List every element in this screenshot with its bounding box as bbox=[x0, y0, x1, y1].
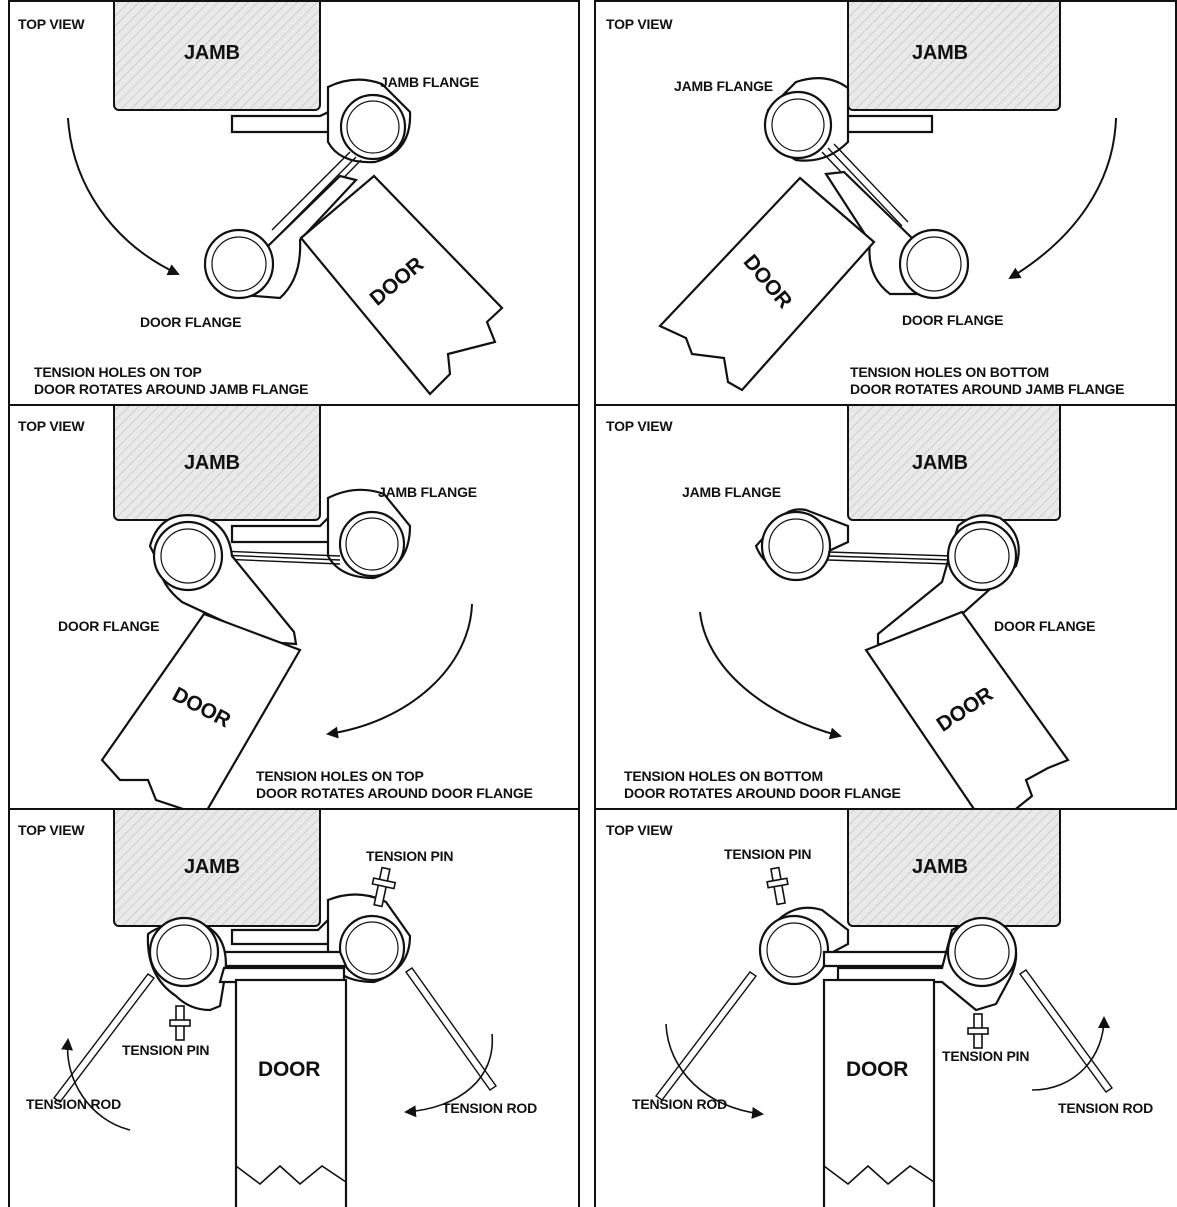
door-flange-label: DOOR FLANGE bbox=[994, 618, 1096, 634]
tension-pin-top bbox=[371, 866, 397, 908]
jamb-block bbox=[847, 2, 1061, 111]
tension-pin-top bbox=[766, 866, 789, 906]
jamb-block bbox=[113, 2, 321, 111]
jamb-flange-label: JAMB FLANGE bbox=[378, 484, 477, 500]
caption-line-2: DOOR ROTATES AROUND JAMB FLANGE bbox=[34, 381, 309, 397]
jamb-flange bbox=[763, 77, 934, 162]
door-flange bbox=[836, 916, 1018, 1012]
caption-line-1: TENSION HOLES ON TOP bbox=[34, 364, 202, 380]
door-slab bbox=[234, 978, 348, 1207]
jamb-block bbox=[113, 810, 321, 927]
rotation-arrow-left bbox=[665, 1023, 764, 1119]
top-view-label: TOP VIEW bbox=[606, 16, 673, 32]
caption-line-2: DOOR ROTATES AROUND DOOR FLANGE bbox=[624, 785, 901, 801]
jamb-flange bbox=[754, 508, 850, 582]
diagram-panel-6: TOP VIEW JAMB DOOR TENSION PIN TENSION P… bbox=[594, 808, 1177, 1207]
diagram-panel-5: TOP VIEW JAMB DOOR TENSION PIN TENSION P… bbox=[8, 808, 580, 1207]
caption-line-2: DOOR ROTATES AROUND JAMB FLANGE bbox=[850, 381, 1125, 397]
jamb-block bbox=[847, 406, 1061, 521]
tension-pin-label-bottom: TENSION PIN bbox=[942, 1048, 1030, 1064]
door-flange bbox=[876, 514, 1020, 648]
door-slab bbox=[100, 612, 302, 808]
rotation-arrow-right bbox=[1031, 1016, 1110, 1091]
door-flange-label: DOOR FLANGE bbox=[58, 618, 160, 634]
rotation-arrow bbox=[67, 117, 180, 276]
tension-rod-label-left: TENSION ROD bbox=[632, 1096, 728, 1112]
tension-pin-bottom bbox=[169, 1005, 191, 1041]
tension-rod-left bbox=[654, 971, 758, 1101]
rotation-arrow-left bbox=[61, 1038, 131, 1131]
hinge-drawing bbox=[699, 406, 1070, 808]
door-flange-label: DOOR FLANGE bbox=[140, 314, 242, 330]
tension-rod-left bbox=[52, 973, 156, 1103]
jamb-label: JAMB bbox=[912, 42, 968, 64]
door-break-line bbox=[235, 1164, 347, 1186]
door-break-line bbox=[823, 1164, 935, 1186]
door-flange-label: DOOR FLANGE bbox=[902, 312, 1004, 328]
door-flange bbox=[146, 916, 348, 1012]
hinge-drawing bbox=[52, 810, 497, 1207]
diagram-panel-1: TOP VIEW JAMB JAMB FLANGE DOOR FLANGE DO… bbox=[8, 0, 580, 406]
hinge-link bbox=[219, 550, 341, 565]
tension-pin-label-bottom: TENSION PIN bbox=[122, 1042, 210, 1058]
hinge-drawing bbox=[67, 2, 504, 396]
jamb-label: JAMB bbox=[912, 452, 968, 474]
tension-rod-right bbox=[1019, 969, 1113, 1093]
diagram-panel-3: TOP VIEW JAMB JAMB FLANGE DOOR FLANGE DO… bbox=[8, 404, 580, 810]
hinge-drawing bbox=[654, 810, 1113, 1207]
jamb-flange bbox=[230, 488, 412, 580]
jamb-flange-label: JAMB FLANGE bbox=[682, 484, 781, 500]
rotation-arrow bbox=[1008, 117, 1117, 280]
jamb-label: JAMB bbox=[912, 856, 968, 878]
jamb-block bbox=[847, 810, 1061, 927]
jamb-label: JAMB bbox=[184, 856, 240, 878]
rotation-arrow bbox=[326, 603, 473, 739]
top-view-label: TOP VIEW bbox=[18, 822, 85, 838]
hinge-drawing bbox=[100, 406, 473, 808]
diagram-panel-4: TOP VIEW JAMB JAMB FLANGE DOOR FLANGE DO… bbox=[594, 404, 1177, 810]
jamb-flange bbox=[230, 78, 412, 164]
diagram-panel-2: TOP VIEW JAMB JAMB FLANGE DOOR FLANGE DO… bbox=[594, 0, 1177, 406]
jamb-block bbox=[113, 406, 321, 521]
tension-pin-label-top: TENSION PIN bbox=[366, 848, 454, 864]
tension-rod-label-left: TENSION ROD bbox=[26, 1096, 122, 1112]
hinge-drawing bbox=[658, 2, 1117, 392]
rotation-arrow bbox=[699, 611, 842, 740]
caption-line-1: TENSION HOLES ON TOP bbox=[256, 768, 424, 784]
door-flange bbox=[148, 514, 298, 646]
door-slab bbox=[822, 978, 936, 1207]
jamb-flange bbox=[758, 906, 960, 986]
caption-line-1: TENSION HOLES ON BOTTOM bbox=[624, 768, 823, 784]
tension-rod-label-right: TENSION ROD bbox=[442, 1100, 538, 1116]
top-view-label: TOP VIEW bbox=[18, 16, 85, 32]
caption-line-2: DOOR ROTATES AROUND DOOR FLANGE bbox=[256, 785, 533, 801]
hinge-link bbox=[827, 551, 953, 565]
rotation-arrow-right bbox=[404, 1033, 494, 1118]
door-flange bbox=[203, 174, 359, 300]
door-slab bbox=[299, 174, 504, 396]
jamb-label: JAMB bbox=[184, 452, 240, 474]
jamb-flange-label: JAMB FLANGE bbox=[380, 74, 479, 90]
door-flange bbox=[824, 170, 970, 300]
tension-rod-right bbox=[405, 967, 497, 1091]
door-label: DOOR bbox=[258, 1058, 321, 1081]
caption-line-1: TENSION HOLES ON BOTTOM bbox=[850, 364, 1049, 380]
tension-rod-label-right: TENSION ROD bbox=[1058, 1100, 1154, 1116]
top-view-label: TOP VIEW bbox=[18, 418, 85, 434]
jamb-flange bbox=[230, 893, 412, 984]
jamb-flange-label: JAMB FLANGE bbox=[674, 78, 773, 94]
tension-pin-label-top: TENSION PIN bbox=[724, 846, 812, 862]
top-view-label: TOP VIEW bbox=[606, 822, 673, 838]
door-slab bbox=[658, 176, 876, 392]
door-slab bbox=[864, 610, 1070, 808]
jamb-label: JAMB bbox=[184, 42, 240, 64]
top-view-label: TOP VIEW bbox=[606, 418, 673, 434]
tension-pin-bottom bbox=[967, 1013, 989, 1049]
door-label: DOOR bbox=[846, 1058, 909, 1081]
